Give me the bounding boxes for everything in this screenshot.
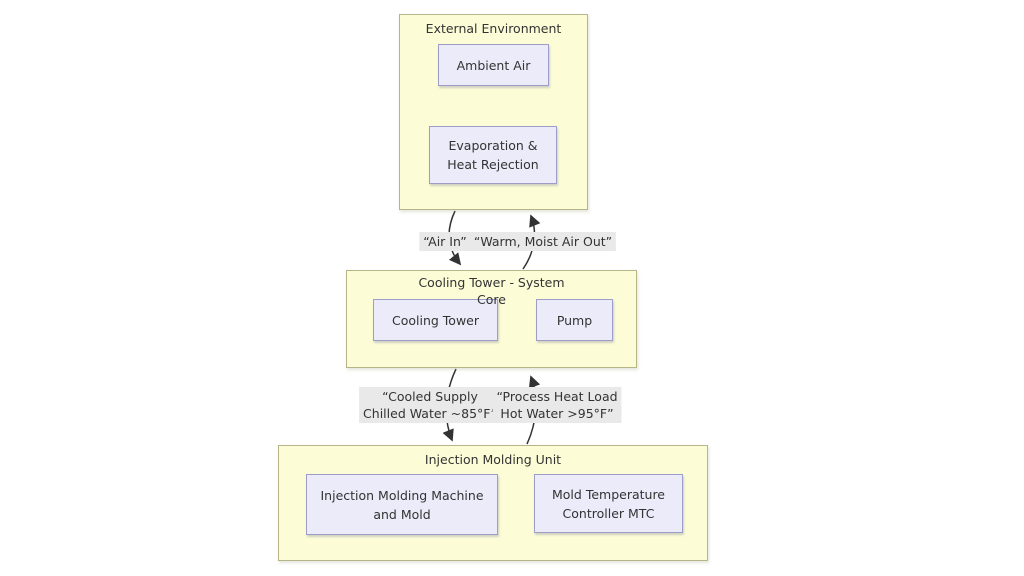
container-title-injection-molding-unit: Injection Molding Unit	[424, 452, 562, 467]
node-label-line1: Evaporation &	[448, 138, 538, 153]
container-title-external-environment: External Environment	[425, 21, 562, 36]
node-label-line1: Injection Molding Machine	[320, 487, 484, 503]
node-label-line2: Controller MTC	[562, 505, 655, 521]
edge-label-air-in: “Air In”	[419, 232, 471, 251]
edge-label-cooled-supply-chilled-water: “Cooled Supply Chilled Water ~85°F”	[359, 387, 501, 423]
node-evaporation-heat-rejection: Evaporation & Heat Rejection	[429, 126, 557, 184]
edge-label-line2: Hot Water >95°F”	[500, 406, 614, 421]
edge-label-line1: “Process Heat Load	[496, 389, 618, 404]
container-injection-molding-unit: Injection Molding Unit Injection Molding…	[278, 445, 708, 561]
node-injection-molding-machine-and-mold: Injection Molding Machine and Mold	[306, 474, 498, 535]
edge-label-line1: “Cooled Supply	[382, 389, 478, 404]
container-title-cooling-tower-system-core: Cooling Tower - System Core	[347, 274, 636, 308]
node-pump: Pump	[536, 299, 613, 341]
node-label: Pump	[556, 312, 593, 328]
node-label-line2: Heat Rejection	[447, 157, 539, 172]
node-label: Cooling Tower	[391, 312, 479, 328]
container-title-line1: Cooling Tower - System	[418, 275, 565, 290]
edge-label-process-heat-load-hot-water: “Process Heat Load Hot Water >95°F”	[492, 387, 622, 423]
node-mold-temperature-controller-mtc: Mold Temperature Controller MTC	[534, 474, 683, 533]
node-label-line2: and Mold	[373, 506, 431, 522]
container-title-line2: Core	[477, 292, 506, 307]
edge-label-warm-moist-air-out: “Warm, Moist Air Out”	[469, 232, 617, 251]
edge-label-line2: Chilled Water ~85°F”	[363, 406, 497, 421]
container-cooling-tower-system-core: Cooling Tower - System Core Cooling Towe…	[346, 270, 637, 368]
node-label-line1: Mold Temperature	[552, 486, 665, 502]
node-label: Ambient Air	[456, 57, 531, 73]
node-ambient-air: Ambient Air	[438, 44, 549, 86]
container-external-environment: External Environment Ambient Air Evapora…	[399, 14, 588, 210]
node-cooling-tower: Cooling Tower	[373, 299, 498, 341]
